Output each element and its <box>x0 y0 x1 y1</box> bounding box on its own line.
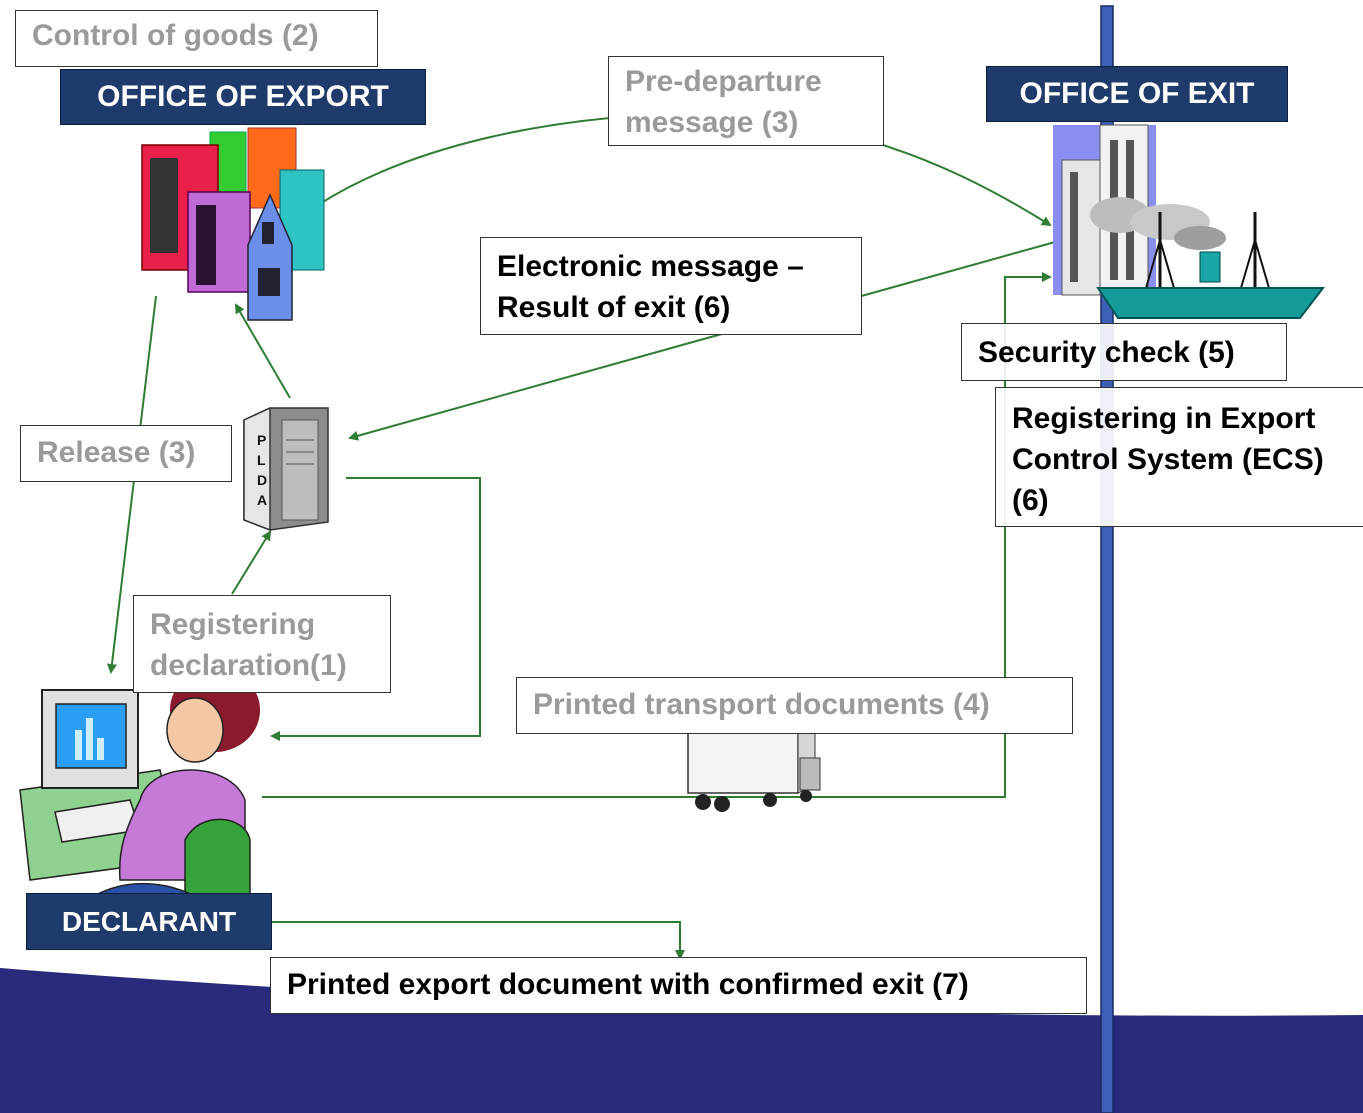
registering-ecs-line3: (6) <box>1012 484 1049 517</box>
electronic-message-line2: Result of exit (6) <box>497 291 731 324</box>
declarant-computer-user-icon <box>19 668 260 906</box>
control-of-goods-label: Control of goods (2) <box>32 19 319 52</box>
pre-departure-box: Pre-departure message (3) <box>608 56 884 146</box>
pre-departure-line2: message (3) <box>625 106 799 139</box>
release-label: Release (3) <box>37 436 196 469</box>
control-of-goods-box: Control of goods (2) <box>15 10 378 67</box>
arrow-release <box>106 295 157 674</box>
release-box: Release (3) <box>20 425 232 482</box>
arrow-registering-declaration <box>231 530 272 595</box>
plda-letter-d: D <box>257 472 267 488</box>
office-of-exit-title: OFFICE OF EXIT <box>986 66 1288 122</box>
registering-ecs-line2: Control System (ECS) <box>1012 443 1324 476</box>
arrow-transport <box>262 272 1052 798</box>
electronic-message-box: Electronic message – Result of exit (6) <box>480 237 862 335</box>
printed-export-box: Printed export document with confirmed e… <box>270 957 1087 1014</box>
security-check-box: Security check (5) <box>961 323 1287 381</box>
arrow-plda-to-declarant <box>270 477 481 741</box>
registering-ecs-line1: Registering in Export <box>1012 402 1316 435</box>
exit-office-ship-icon <box>1053 124 1326 319</box>
registering-declaration-box: Registering declaration(1) <box>133 595 391 693</box>
office-buildings-icon <box>141 127 325 321</box>
plda-letter-a: A <box>257 492 267 508</box>
plda-letter-l: L <box>257 452 266 468</box>
registering-declaration-line1: Registering <box>150 608 316 641</box>
office-of-export-title: OFFICE OF EXPORT <box>60 69 426 125</box>
arrow-printed-export <box>272 921 685 960</box>
pre-departure-line1: Pre-departure <box>625 65 822 98</box>
plda-server-icon: P L D A <box>243 406 329 532</box>
printed-transport-label: Printed transport documents (4) <box>533 688 990 721</box>
security-check-label: Security check (5) <box>978 336 1235 369</box>
arrow-plda-to-export <box>234 303 291 399</box>
electronic-message-line1: Electronic message – <box>497 250 804 283</box>
declarant-title: DECLARANT <box>26 893 272 950</box>
registering-declaration-line2: declaration(1) <box>150 649 347 682</box>
registering-ecs-box: Registering in Export Control System (EC… <box>995 387 1363 527</box>
printed-export-label: Printed export document with confirmed e… <box>287 968 969 1001</box>
plda-letter-p: P <box>257 432 266 448</box>
printed-transport-box: Printed transport documents (4) <box>516 677 1073 734</box>
